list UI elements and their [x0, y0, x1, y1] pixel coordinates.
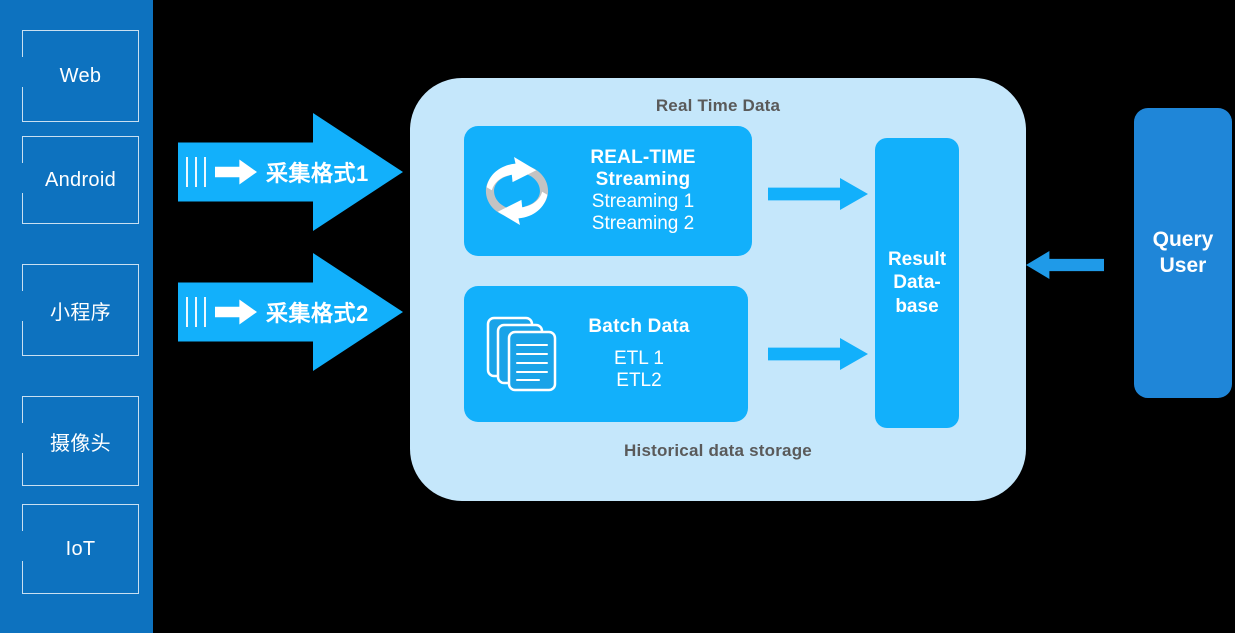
card-item-streaming-2: Streaming 2	[591, 213, 695, 235]
source-box-iot[interactable]: IoT	[22, 504, 139, 594]
source-box-web[interactable]: Web	[22, 30, 139, 122]
right-arrow-icon	[215, 299, 257, 325]
result-database-line-3: base	[895, 295, 939, 317]
documents-stack-icon	[486, 316, 557, 392]
query-user-line-1: Query	[1152, 228, 1214, 252]
card-title-line-1: REAL-TIME	[590, 146, 696, 168]
query-user-box[interactable]: Query User	[1134, 108, 1232, 398]
arrow-content: 采集格式1	[186, 155, 369, 189]
motion-ticks-icon	[186, 157, 206, 187]
card-title-line-2: Streaming	[595, 168, 691, 190]
source-box-miniprogram[interactable]: 小程序	[22, 264, 139, 356]
arrow-content: 采集格式2	[186, 295, 369, 329]
source-label: 摄像头	[50, 432, 111, 455]
source-box-android[interactable]: Android	[22, 136, 139, 224]
query-arrow-user-to-panel	[1026, 251, 1104, 279]
panel-caption-real-time-data: Real Time Data	[655, 96, 781, 115]
card-item-etl-1: ETL 1	[614, 347, 664, 369]
motion-ticks-icon	[186, 297, 206, 327]
ingest-label: 采集格式2	[266, 301, 369, 326]
query-user-label: Query User	[1153, 227, 1214, 278]
result-database-line-1: Result	[887, 249, 947, 271]
right-arrow-icon	[215, 159, 257, 185]
card-title-line-1: Batch Data	[588, 315, 690, 337]
result-database-line-2: Data-	[893, 272, 941, 294]
card-item-etl-2: ETL2	[616, 370, 662, 392]
card-real-time-streaming[interactable]: REAL-TIME Streaming Streaming 1 Streamin…	[464, 126, 752, 256]
source-label: 小程序	[50, 301, 111, 324]
data-sources-sidebar: Web Android 小程序 摄像头 IoT	[0, 0, 153, 633]
ingest-arrow-format-2[interactable]: 采集格式2	[178, 253, 403, 371]
card-batch-data[interactable]: Batch Data ETL 1 ETL2	[464, 286, 748, 422]
card-text-block: REAL-TIME Streaming Streaming 1 Streamin…	[552, 147, 734, 235]
result-database-label: Result Data- base	[888, 248, 946, 318]
panel-caption-historical-data-storage: Historical data storage	[624, 441, 812, 460]
card-text-block: Batch Data ETL 1 ETL2	[548, 316, 730, 392]
refresh-cycle-icon	[485, 156, 549, 226]
result-database-box[interactable]: Result Data- base	[875, 138, 959, 428]
ingest-label: 采集格式1	[266, 161, 369, 186]
query-user-line-2: User	[1159, 254, 1207, 277]
card-item-streaming-1: Streaming 1	[591, 191, 695, 212]
source-box-camera[interactable]: 摄像头	[22, 396, 139, 486]
source-label: Android	[44, 168, 117, 191]
source-label: Web	[59, 64, 102, 87]
ingest-arrow-format-1[interactable]: 采集格式1	[178, 113, 403, 231]
source-label: IoT	[65, 537, 96, 560]
